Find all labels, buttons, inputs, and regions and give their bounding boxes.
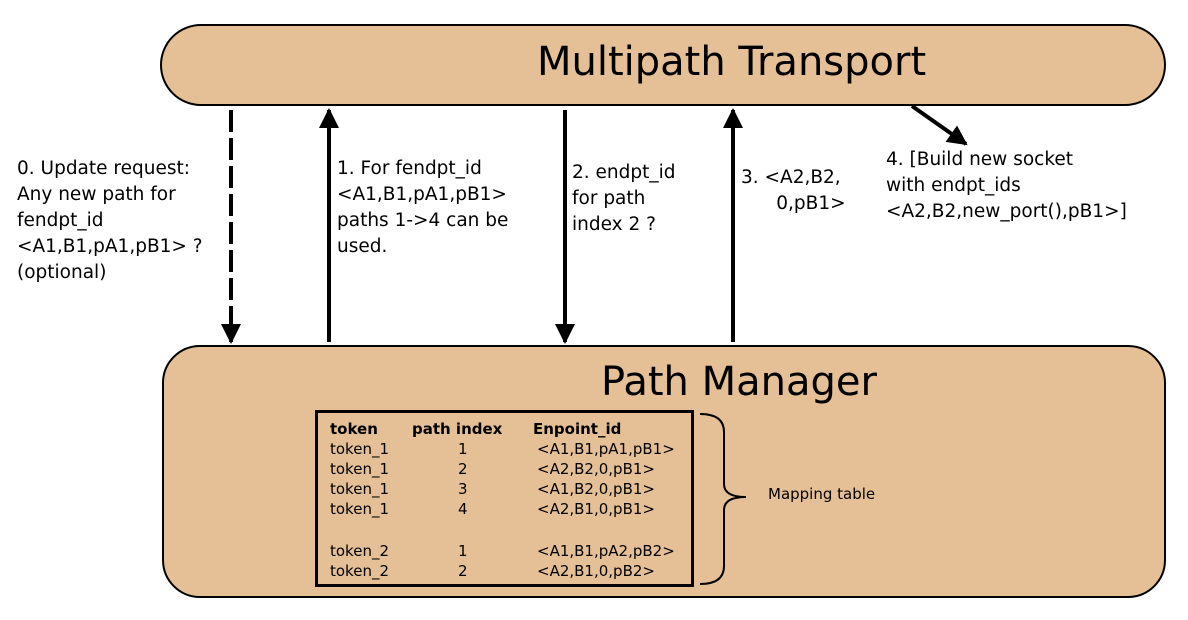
- table-cell-endpoint-id: <A1,B1,pA1,pB1>: [537, 440, 675, 458]
- table-cell-token: token_1: [330, 480, 389, 498]
- table-cell-endpoint-id: <A2,B2,0,pB1>: [537, 460, 655, 478]
- mapping-table: token path index Enpoint_id token_1 1 <A…: [315, 410, 694, 587]
- message-update-request: 0. Update request: Any new path for fend…: [17, 158, 203, 283]
- message-endpt-query: 2. endpt_id for path index 2 ?: [572, 162, 676, 235]
- table-cell-token: token_2: [330, 562, 389, 580]
- table-cell-path-index: 4: [458, 500, 468, 518]
- table-header-endpoint-id: Enpoint_id: [533, 420, 622, 438]
- table-cell-endpoint-id: <A2,B1,0,pB2>: [537, 562, 655, 580]
- table-header-token: token: [330, 420, 378, 438]
- table-cell-path-index: 2: [458, 562, 468, 580]
- table-cell-path-index: 1: [458, 440, 468, 458]
- table-cell-path-index: 3: [458, 480, 468, 498]
- path-manager-title: Path Manager: [601, 359, 877, 405]
- table-cell-endpoint-id: <A1,B1,pA2,pB2>: [537, 542, 675, 560]
- path-manager-box: Path Manager: [162, 345, 1166, 598]
- arrow-build-socket: [910, 104, 968, 146]
- table-header-path-index: path index: [412, 420, 503, 438]
- table-cell-token: token_1: [330, 460, 389, 478]
- message-build-socket: 4. [Build new socket with endpt_ids <A2,…: [886, 149, 1127, 222]
- table-cell-token: token_1: [330, 440, 389, 458]
- table-cell-token: token_2: [330, 542, 389, 560]
- multipath-transport-box: Multipath Transport: [160, 24, 1166, 106]
- message-endpt-reply: 3. <A2,B2, 0,pB1>: [741, 167, 846, 214]
- table-cell-endpoint-id: <A2,B1,0,pB1>: [537, 500, 655, 518]
- mapping-table-label: Mapping table: [768, 485, 876, 503]
- transport-title: Multipath Transport: [537, 39, 927, 85]
- mapping-brace: [699, 413, 747, 585]
- table-cell-endpoint-id: <A1,B2,0,pB1>: [537, 480, 655, 498]
- message-paths-reply: 1. For fendpt_id <A1,B1,pA1,pB1> paths 1…: [337, 158, 509, 257]
- table-cell-path-index: 2: [458, 460, 468, 478]
- table-cell-token: token_1: [330, 500, 389, 518]
- table-cell-path-index: 1: [458, 542, 468, 560]
